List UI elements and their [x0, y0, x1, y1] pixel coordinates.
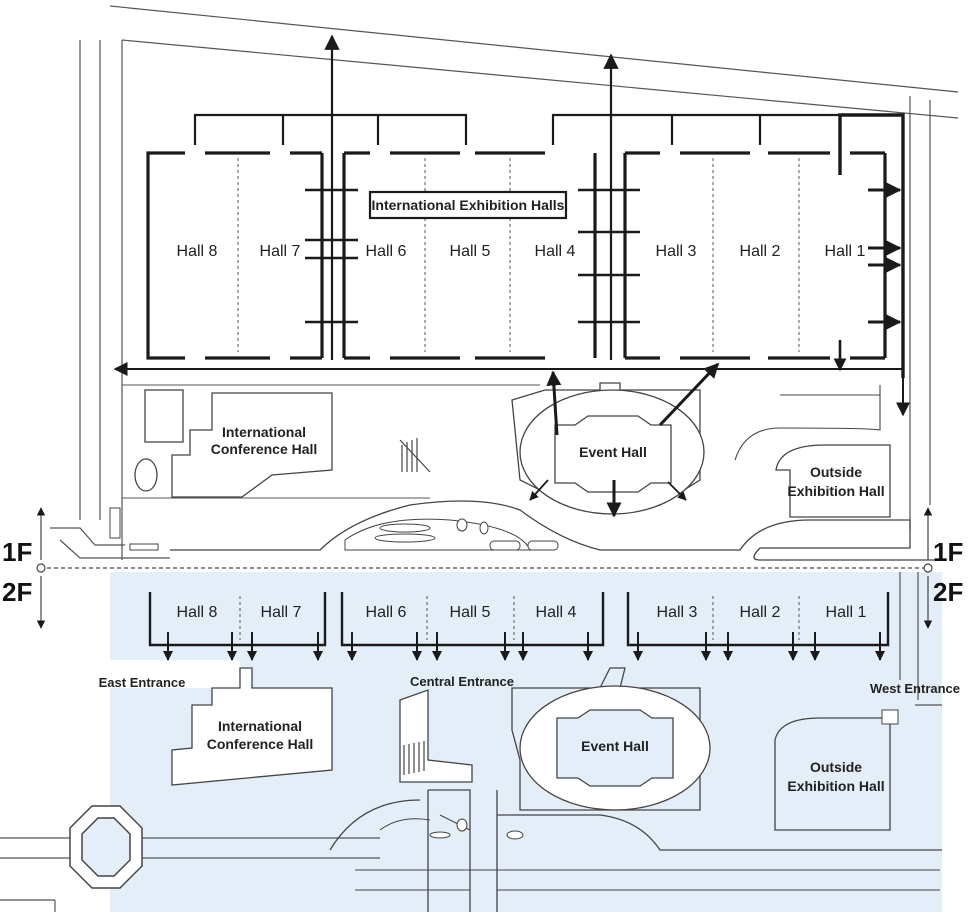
lower-hall-8: Hall 8: [177, 604, 218, 621]
upper-outside-line1: Outside: [810, 464, 862, 480]
lower-conference-line1: International: [218, 718, 302, 734]
upper-hall-3: Hall 3: [656, 243, 697, 260]
lower-hall-2: Hall 2: [740, 604, 781, 621]
central-entrance-label: Central Entrance: [410, 674, 514, 689]
upper-hall-2: Hall 2: [740, 243, 781, 260]
upper-conference-line1: International: [222, 424, 306, 440]
upper-outside-line2: Exhibition Hall: [787, 483, 884, 499]
floor-label-2f-left: 2F: [2, 577, 32, 607]
floor-label-1f-right: 1F: [933, 537, 963, 567]
upper-hall-4: Hall 4: [535, 243, 576, 260]
floor-label-2f-right: 2F: [933, 577, 963, 607]
lower-event-hall: Event Hall: [581, 738, 649, 754]
upper-conference-line2: Conference Hall: [211, 441, 318, 457]
upper-hall-1: Hall 1: [825, 243, 866, 260]
upper-hall-7: Hall 7: [260, 243, 301, 260]
west-entrance-label: West Entrance: [870, 681, 960, 696]
floor-label-1f-left: 1F: [2, 537, 32, 567]
upper-hall-5: Hall 5: [450, 243, 491, 260]
lower-floor-2f: [0, 572, 942, 912]
lower-outside-line2: Exhibition Hall: [787, 778, 884, 794]
upper-floor-1f: [50, 5, 959, 561]
upper-hall-6: Hall 6: [366, 243, 407, 260]
title-text: International Exhibition Halls: [372, 197, 565, 213]
upper-hall-8: Hall 8: [177, 243, 218, 260]
roundabout-icon: [69, 805, 143, 889]
lower-hall-3: Hall 3: [657, 604, 698, 621]
lower-hall-5: Hall 5: [450, 604, 491, 621]
lower-hall-1: Hall 1: [826, 604, 867, 621]
lower-conference-line2: Conference Hall: [207, 736, 314, 752]
lower-hall-4: Hall 4: [536, 604, 577, 621]
upper-event-hall: Event Hall: [579, 444, 647, 460]
title-box: [368, 190, 568, 220]
east-entrance-label: East Entrance: [99, 675, 186, 690]
lower-outside-line1: Outside: [810, 759, 862, 775]
lower-hall-6: Hall 6: [366, 604, 407, 621]
floor-divider: [36, 507, 933, 629]
lower-hall-7: Hall 7: [261, 604, 302, 621]
